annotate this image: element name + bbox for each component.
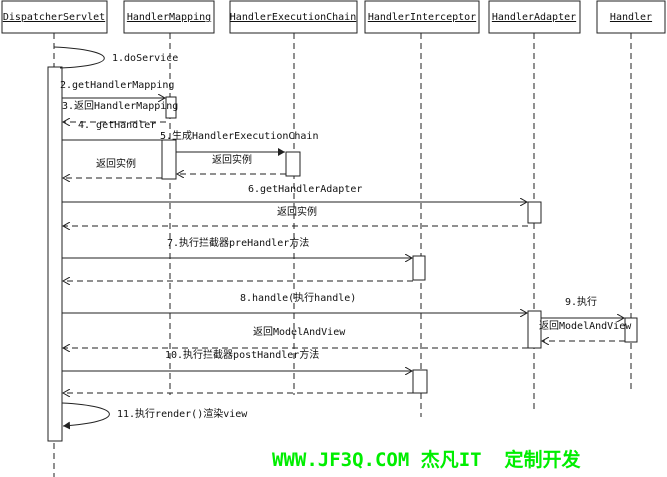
activation-handlerexecutionchain [285, 151, 301, 177]
message-2-label: 2.getHandlerMapping [60, 80, 174, 91]
participant-handler: Handler [596, 0, 666, 34]
participant-handlerinterceptor: HandlerInterceptor [364, 0, 480, 34]
message-10-label: 10.执行拦截器postHandler方法 [165, 348, 319, 361]
participant-label: HandlerMapping [127, 12, 211, 23]
participant-handleradapter: HandlerAdapter [488, 0, 581, 34]
message-1-label: 1.doService [112, 53, 178, 64]
participant-label: HandlerAdapter [492, 12, 576, 23]
activation-handlermapping-1 [165, 96, 177, 119]
return-5a-label: 返回实例 [212, 153, 252, 166]
activation-handlermapping-2 [161, 139, 177, 180]
message-1-arrow [53, 46, 105, 69]
participant-label: HandlerInterceptor [368, 12, 476, 23]
activation-handleradapter-1 [527, 201, 542, 224]
message-11-arrow [61, 402, 110, 430]
message-3-label: 3.返回HandlerMapping [62, 100, 178, 112]
return-8-label: 返回ModelAndView [253, 326, 346, 338]
message-7-label: 7.执行拦截器preHandler方法 [167, 236, 309, 249]
activation-handlerinterceptor-2 [412, 369, 428, 394]
message-8-label: 8.handle(执行handle) [240, 291, 356, 304]
message-5-label: 5.生成HandlerExecutionChain [160, 129, 318, 142]
message-6-label: 6.getHandlerAdapter [248, 184, 362, 195]
participant-label: Handler [610, 12, 652, 23]
activation-handler [624, 317, 638, 343]
activation-handleradapter-2 [527, 310, 542, 349]
return-9-label: 返回ModelAndView [539, 320, 632, 332]
message-4-label: 4. getHandler [78, 120, 156, 131]
participant-dispatcherservlet: DispatcherServlet [1, 0, 108, 34]
participant-handlermapping: HandlerMapping [123, 0, 215, 34]
message-9-label: 9.执行 [565, 295, 597, 308]
return-5b-label: 返回实例 [96, 157, 136, 170]
participant-label: HandlerExecutionChain [230, 12, 356, 23]
activation-handlerinterceptor-1 [412, 255, 426, 281]
participant-handlerexecutionchain: HandlerExecutionChain [229, 0, 358, 34]
activation-dispatcherservlet [47, 66, 63, 442]
participant-label: DispatcherServlet [3, 12, 105, 23]
footer-watermark: WWW.JF3Q.COM 杰凡IT 定制开发 [272, 448, 581, 471]
message-11-label: 11.执行render()渲染view [117, 407, 248, 420]
return-6-label: 返回实例 [277, 205, 317, 218]
